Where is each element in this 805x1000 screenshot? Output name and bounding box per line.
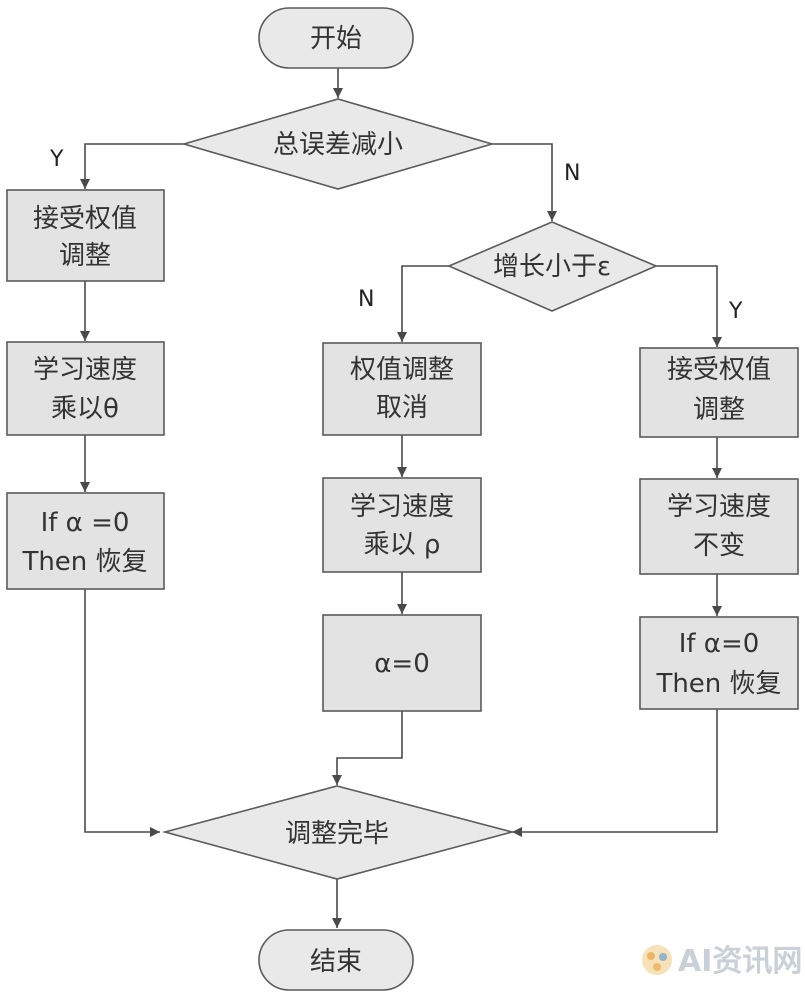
edge-growth-yes: [656, 265, 722, 347]
left-restore-line2: Then 恢复: [21, 547, 147, 577]
middle-rate-line2: 乘以 ρ: [364, 530, 441, 560]
watermark-text: AI资讯网: [678, 944, 802, 979]
start-node: 开始: [258, 7, 414, 69]
left-accept-line2: 调整: [59, 241, 111, 271]
growth-label-yes: Y: [728, 299, 743, 324]
middle-cancel-line1: 权值调整: [350, 355, 454, 385]
decision-total-error-label: 总误差减小: [273, 130, 403, 160]
left-rate-line1: 学习速度: [33, 355, 137, 385]
end-label: 结束: [310, 947, 362, 977]
middle-alpha-box: α=0: [322, 614, 482, 712]
edge-left-to-done: [84, 589, 160, 837]
decision-growth: 增长小于ε: [446, 221, 659, 312]
watermark: AI资讯网: [642, 944, 802, 979]
right-restore-line1: If α=0: [679, 629, 760, 659]
decision-done: 调整完毕: [161, 785, 516, 880]
decision-growth-label: 增长小于ε: [493, 252, 611, 282]
left-restore-line1: If α =0: [41, 508, 130, 538]
start-label: 开始: [310, 24, 362, 54]
edge-mid-to-done: [332, 711, 403, 785]
edges: [80, 68, 722, 928]
edge-growth-no: [397, 265, 449, 342]
growth-label-no: N: [358, 287, 374, 312]
right-accept-line1: 接受权值: [667, 355, 771, 385]
middle-cancel-line2: 取消: [376, 393, 428, 423]
branch-label-no: N: [564, 161, 580, 186]
end-node: 结束: [258, 929, 414, 991]
left-rate-box: 学习速度 乘以θ: [6, 341, 165, 436]
watermark-logo-icon: [642, 945, 672, 975]
branch-label-yes: Y: [49, 147, 64, 172]
edge-decision-no: [492, 143, 557, 221]
right-restore-box: If α=0 Then 恢复: [639, 616, 799, 710]
right-rate-line1: 学习速度: [667, 492, 771, 522]
edge-right-to-done: [512, 709, 718, 837]
right-rate-box: 学习速度 不变: [639, 478, 799, 575]
decision-done-label: 调整完毕: [285, 819, 389, 849]
middle-rate-line1: 学习速度: [350, 492, 454, 522]
right-restore-line2: Then 恢复: [655, 669, 781, 699]
edge-decision-yes: [80, 143, 184, 189]
right-accept-line2: 调整: [693, 395, 745, 425]
decision-total-error: 总误差减小: [181, 98, 495, 190]
right-rate-line2: 不变: [693, 531, 745, 561]
left-accept-box: 接受权值 调整: [6, 189, 165, 282]
middle-cancel-box: 权值调整 取消: [322, 342, 482, 436]
right-accept-box: 接受权值 调整: [639, 347, 799, 438]
middle-alpha-label: α=0: [374, 649, 429, 679]
left-rate-line2: 乘以θ: [51, 394, 119, 424]
middle-rate-box: 学习速度 乘以 ρ: [322, 477, 482, 573]
left-accept-line1: 接受权值: [33, 204, 137, 234]
left-restore-box: If α =0 Then 恢复: [6, 492, 165, 590]
